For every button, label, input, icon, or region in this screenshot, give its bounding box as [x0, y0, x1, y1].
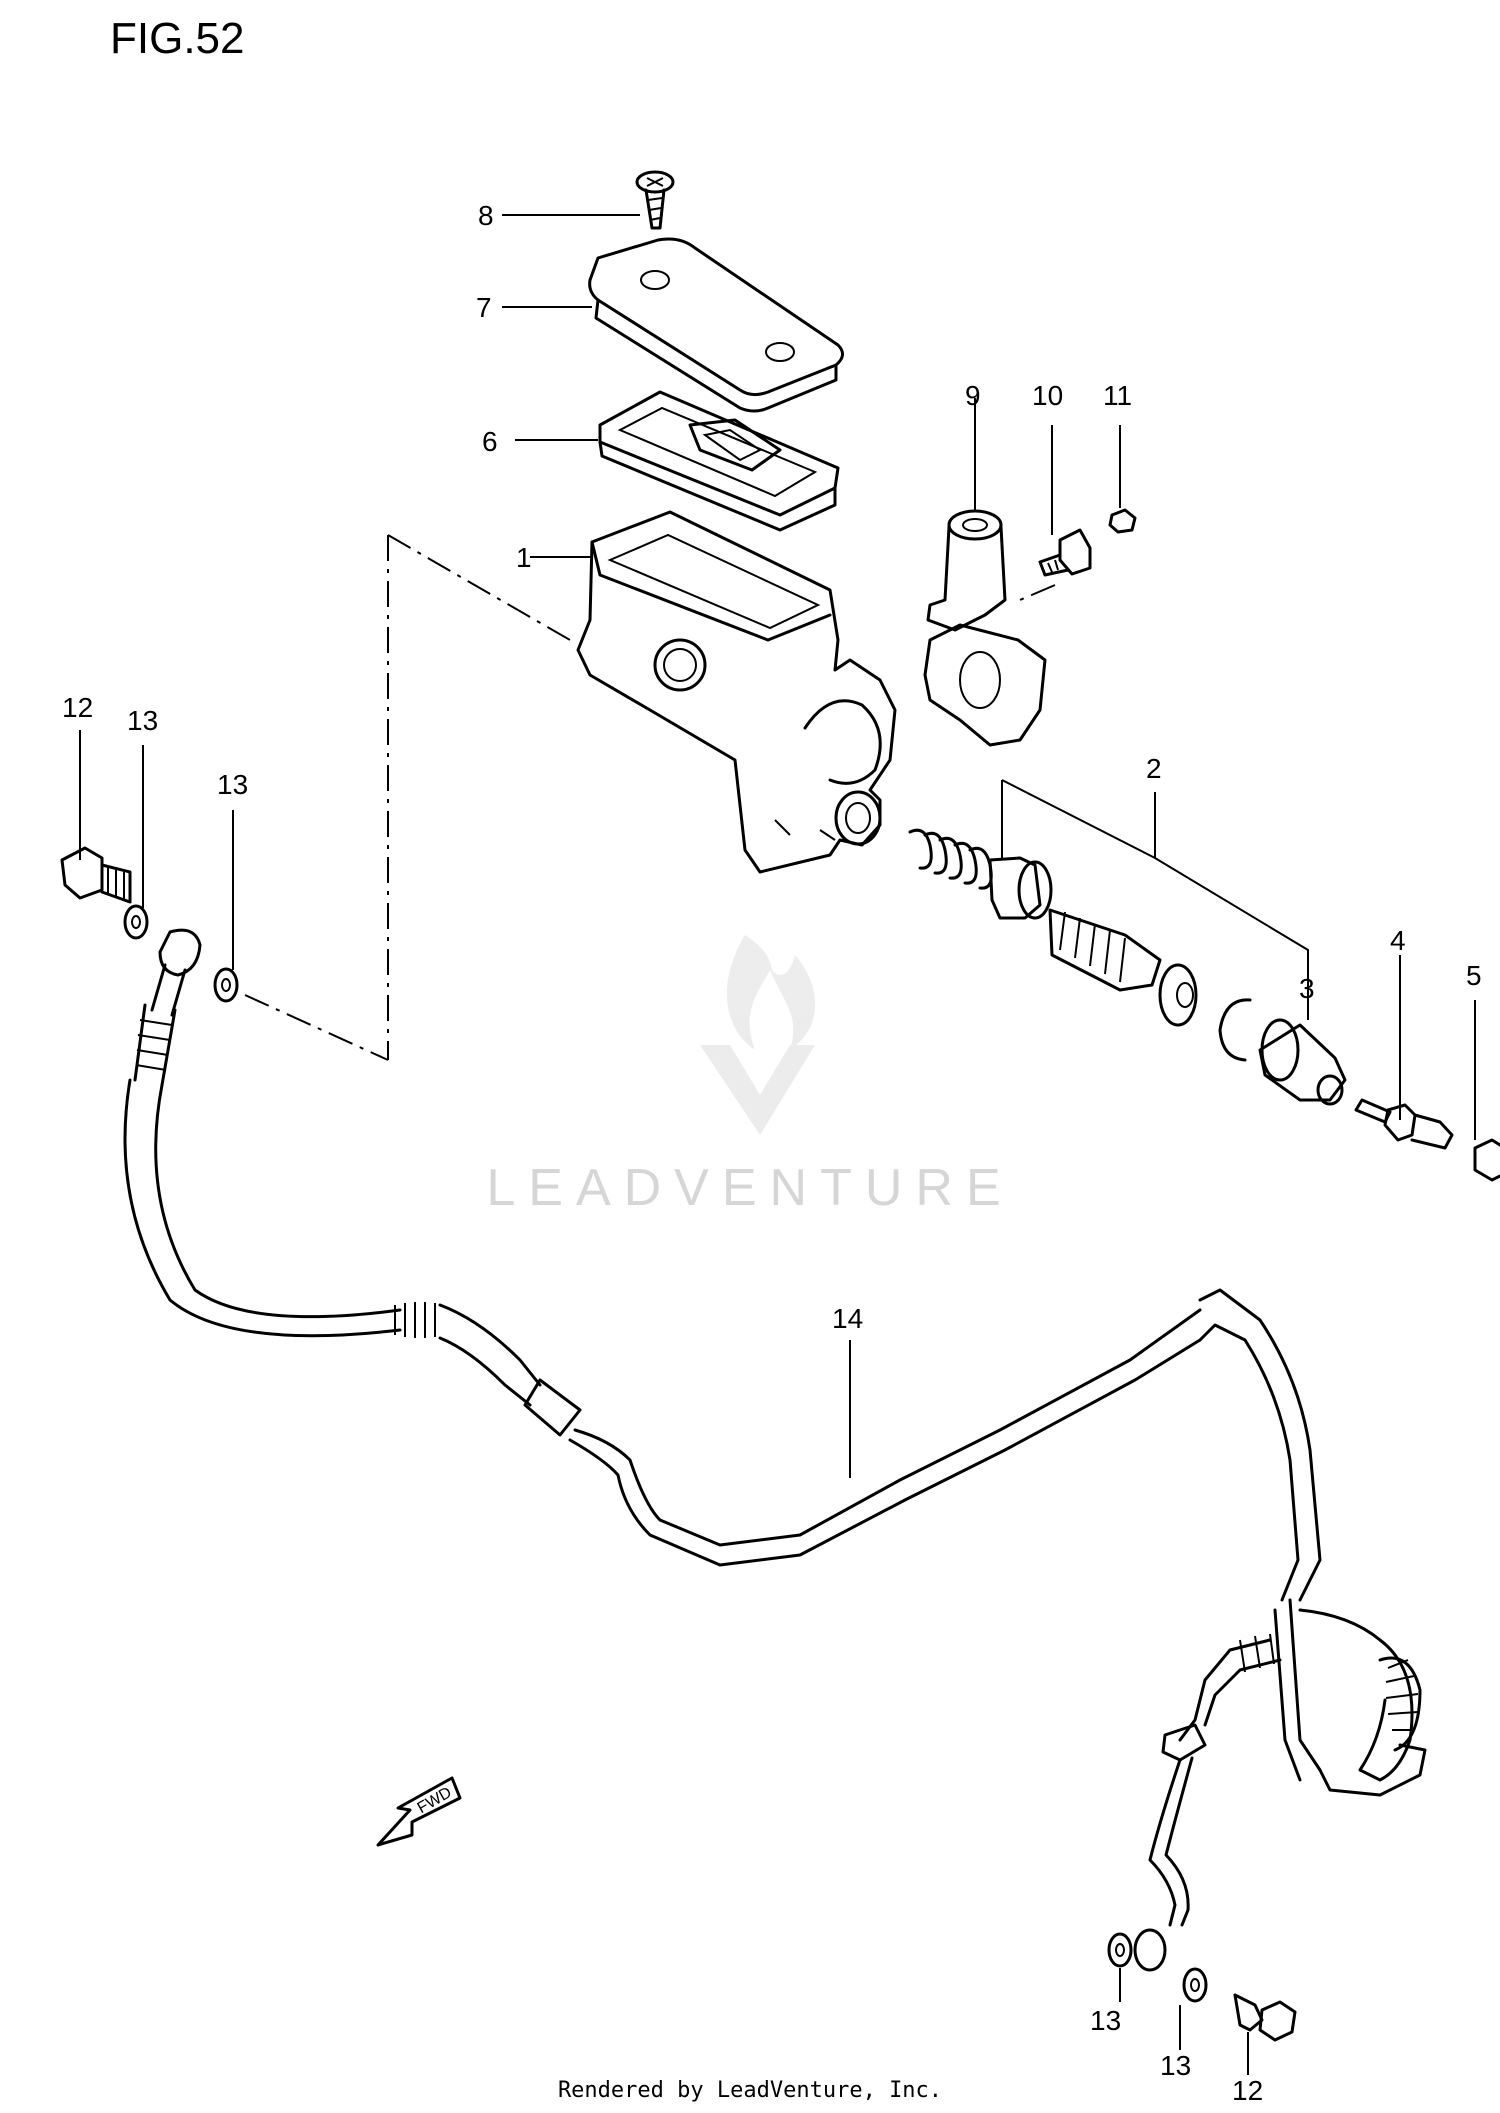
assembly-line-upper: [387, 534, 571, 641]
assembly-line-bolt: [1019, 584, 1056, 601]
footer-credit: Rendered by LeadVenture, Inc.: [557, 2078, 943, 2103]
part-1-master-cylinder-body: [576, 510, 897, 874]
part-9-lever-bracket: [923, 509, 1047, 747]
callout-13-a: 13: [127, 705, 158, 736]
part-3-boot: [1218, 998, 1347, 1106]
part-13-washer-c: [1107, 1932, 1133, 1968]
callout-14: 14: [832, 1303, 863, 1334]
fwd-arrow-icon: FWD: [376, 1776, 462, 1847]
watermark-text: LEADVENTURE: [486, 1159, 1014, 1217]
callout-5: 5: [1466, 960, 1482, 991]
part-14-hose: [123, 928, 1427, 1972]
callout-10: 10: [1032, 380, 1063, 411]
part-7-cap: [588, 237, 844, 413]
part-4-push-rod: [1354, 1098, 1454, 1150]
callout-2: 2: [1146, 753, 1162, 784]
callout-12-bottom: 12: [1232, 2075, 1263, 2106]
part-5-nut: [1473, 1138, 1500, 1182]
part-12-union-bolt-top: [60, 846, 132, 904]
callout-12-top: 12: [62, 692, 93, 723]
callout-4: 4: [1390, 925, 1406, 956]
callout-9: 9: [965, 380, 981, 411]
callout-13-c: 13: [1090, 2005, 1121, 2036]
part-13-washer-a: [123, 904, 149, 940]
callout-13-d: 13: [1160, 2050, 1191, 2081]
callout-1: 1: [516, 542, 532, 573]
callout-11: 11: [1103, 380, 1132, 411]
assembly-line-lower: [244, 994, 389, 1061]
callout-3: 3: [1299, 973, 1315, 1004]
part-11-nut: [1108, 508, 1137, 534]
part-8-screw: [635, 170, 675, 230]
part-6-diaphragm: [598, 390, 840, 532]
callout-8: 8: [478, 200, 494, 231]
part-12-union-bolt-bottom: [1233, 1993, 1297, 2042]
callout-7: 7: [476, 292, 492, 323]
part-2-piston-set: [908, 828, 1198, 1027]
part-13-washer-b: [213, 967, 239, 1003]
part-10-bolt: [1038, 528, 1092, 577]
watermark-logo: [700, 935, 816, 1135]
callout-6: 6: [482, 426, 498, 457]
part-13-washer-d: [1182, 1967, 1208, 2003]
leader-lines: [79, 214, 1476, 2075]
figure-title: FIG.52: [110, 14, 245, 63]
callout-13-b: 13: [217, 769, 248, 800]
